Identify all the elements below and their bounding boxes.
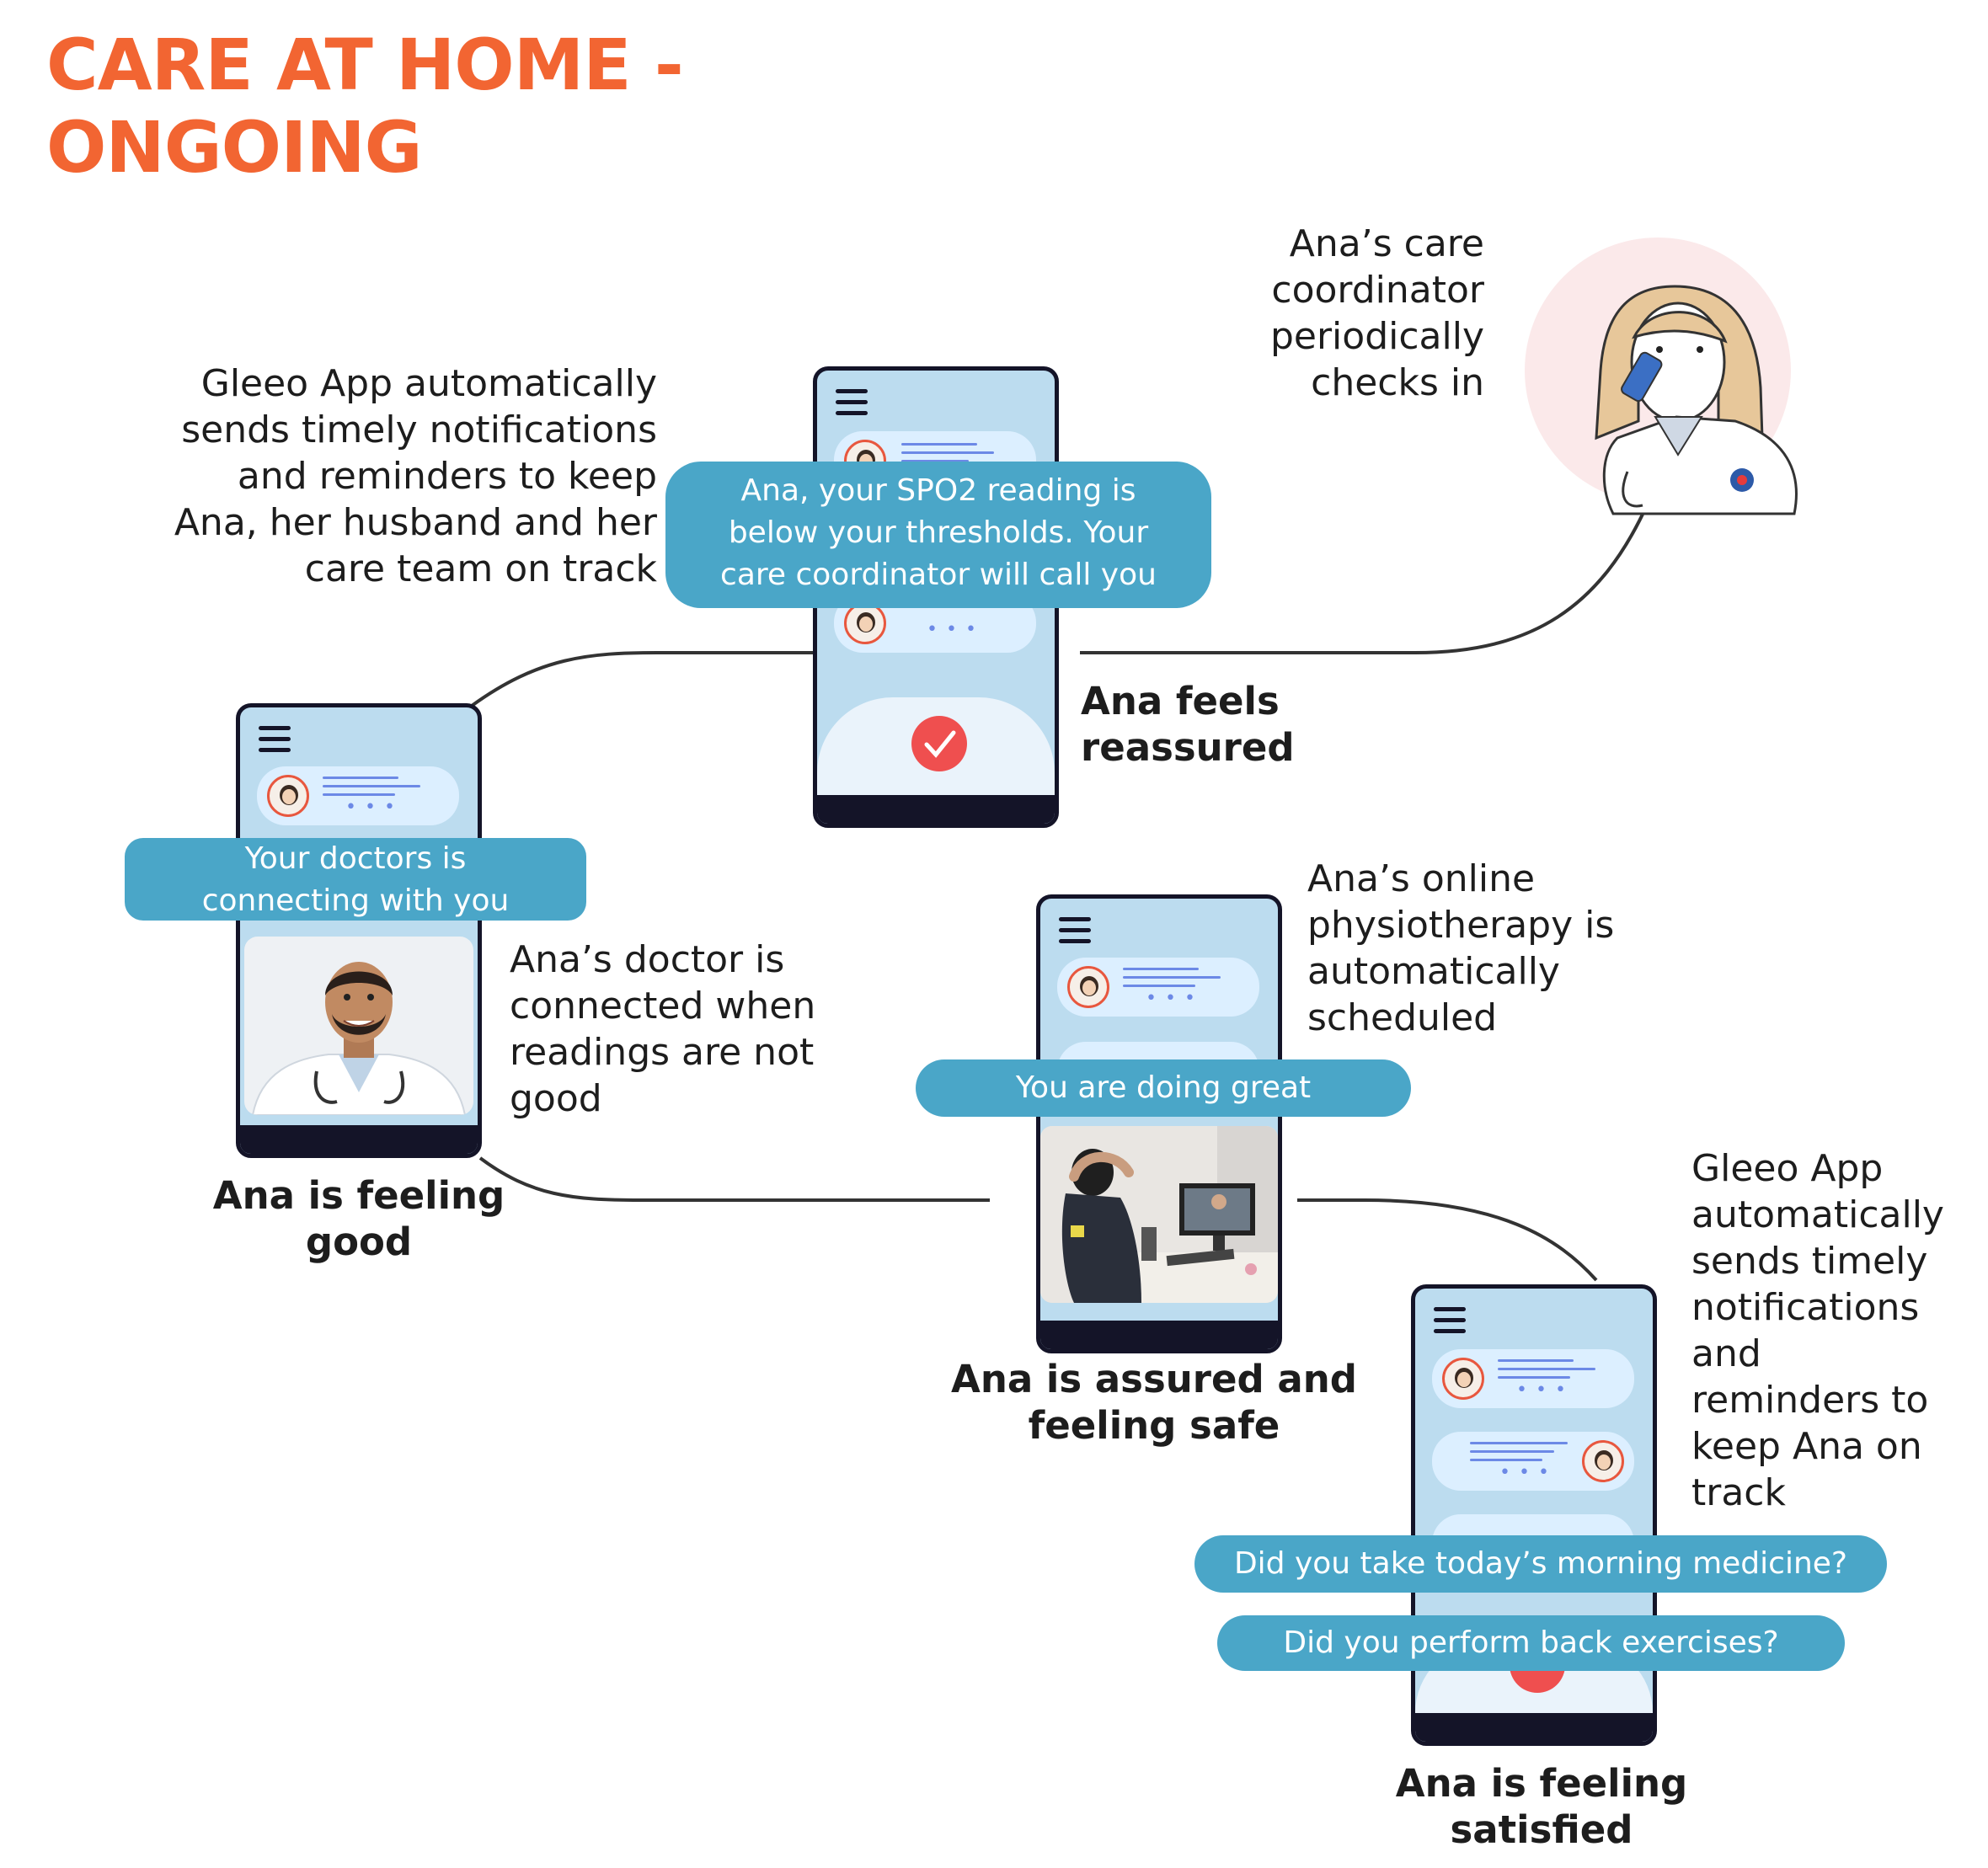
- connector-good-to-reassured: [470, 651, 813, 707]
- note-line: automatically: [1691, 1193, 1944, 1236]
- note-line: Ana’s doctor is: [510, 938, 785, 981]
- phone-base: [1415, 1713, 1653, 1742]
- check-icon[interactable]: [911, 716, 967, 771]
- note-line: automatically: [1307, 950, 1560, 993]
- note-line: checks in: [1311, 361, 1484, 404]
- avatar-icon: [844, 602, 886, 644]
- bubble-line: below your thresholds. Your: [728, 515, 1149, 550]
- bubble-line: Did you take today’s morning medicine?: [1233, 1546, 1848, 1581]
- phone-base: [1040, 1321, 1278, 1349]
- stage-line: Ana is assured and: [951, 1357, 1357, 1401]
- medicine-reminder-bubble: Did you take today’s morning medicine?: [1194, 1535, 1887, 1593]
- doctor-video-feed: [244, 937, 473, 1115]
- note-line: physiotherapy is: [1307, 904, 1615, 947]
- note-line: Gleeo App automatically: [200, 362, 657, 405]
- stage-line: Ana is feeling: [212, 1173, 505, 1218]
- note-line: and: [1691, 1332, 1761, 1375]
- physio-session-photo: [1040, 1126, 1278, 1303]
- chat-message: [834, 431, 1036, 490]
- chat-message: •••: [257, 766, 459, 825]
- note-line: coordinator: [1271, 269, 1484, 312]
- note-line: keep Ana on: [1691, 1425, 1922, 1468]
- stage-line: feeling safe: [1028, 1403, 1280, 1448]
- stage-assured-safe: Ana is assured and feeling safe: [927, 1356, 1381, 1449]
- note-line: good: [510, 1077, 602, 1120]
- typing-dots-icon: •••: [1146, 988, 1204, 1009]
- chat-message: •••: [1432, 1432, 1634, 1491]
- title-line-1: CARE AT HOME -: [46, 24, 684, 106]
- note-line: Ana’s care: [1289, 222, 1484, 265]
- avatar-icon: [1582, 1440, 1624, 1482]
- exercise-reminder-bubble: Did you perform back exercises?: [1217, 1615, 1845, 1671]
- note-app-notifications-bottom: Gleeo App automatically sends timely not…: [1691, 1145, 1978, 1516]
- text-placeholder-lines: [1498, 1359, 1595, 1385]
- page-title: CARE AT HOME - ONGOING: [46, 24, 684, 189]
- phone-base: [817, 795, 1055, 824]
- text-placeholder-lines: [901, 443, 994, 468]
- bubble-line: connecting with you: [201, 883, 510, 918]
- doing-great-bubble: You are doing great: [916, 1059, 1411, 1117]
- note-line: reminders to: [1691, 1379, 1929, 1422]
- stage-line: Ana feels: [1081, 679, 1280, 723]
- bubble-line: care coordinator will call you: [720, 558, 1157, 592]
- hamburger-menu-icon[interactable]: [1059, 917, 1091, 950]
- note-line: sends timely: [1691, 1240, 1928, 1283]
- bubble-line: Ana, your SPO2 reading is: [740, 473, 1136, 508]
- stage-feeling-good: Ana is feeling good: [190, 1172, 527, 1265]
- bubble-line: Your doctors is: [244, 841, 467, 876]
- note-line: connected when: [510, 985, 816, 1027]
- phone-satisfied: ••• •••: [1411, 1284, 1657, 1746]
- stage-satisfied: Ana is feeling satisfied: [1373, 1760, 1710, 1853]
- connector-reassured-to-coordinator: [1080, 504, 1649, 654]
- note-coordinator: Ana’s care coordinator periodically chec…: [1162, 221, 1484, 406]
- stage-line: reassured: [1081, 725, 1295, 770]
- spo2-alert-bubble: Ana, your SPO2 reading is below your thr…: [665, 462, 1211, 608]
- chat-message: •••: [1432, 1349, 1634, 1408]
- bubble-line: Did you perform back exercises?: [1283, 1625, 1779, 1660]
- note-line: Ana, her husband and her: [174, 501, 657, 544]
- hamburger-menu-icon[interactable]: [836, 389, 868, 422]
- connector-safe-to-satisfied: [1297, 1198, 1598, 1282]
- bubble-line: You are doing great: [1015, 1070, 1312, 1105]
- hamburger-menu-icon[interactable]: [259, 726, 291, 759]
- phone-feeling-good: •••: [236, 703, 482, 1158]
- note-line: scheduled: [1307, 996, 1498, 1039]
- avatar-icon: [1067, 966, 1109, 1008]
- text-placeholder-lines: [1470, 1442, 1568, 1467]
- note-line: track: [1691, 1471, 1786, 1514]
- text-placeholder-lines: [1123, 968, 1221, 993]
- note-line: readings are not: [510, 1031, 815, 1074]
- typing-dots-icon: •••: [927, 619, 985, 640]
- avatar-icon: [1442, 1358, 1484, 1400]
- stage-line: good: [305, 1220, 413, 1264]
- typing-dots-icon: •••: [1516, 1380, 1574, 1401]
- note-physio: Ana’s online physiotherapy is automatica…: [1307, 856, 1712, 1041]
- doctor-connecting-bubble: Your doctors is connecting with you: [125, 838, 586, 921]
- stage-line: Ana is feeling: [1395, 1761, 1688, 1806]
- stage-reassured: Ana feels reassured: [1081, 678, 1295, 771]
- note-line: care team on track: [304, 547, 657, 590]
- note-line: notifications: [1691, 1286, 1920, 1329]
- typing-dots-icon: •••: [345, 797, 403, 818]
- note-line: Gleeo App: [1691, 1147, 1884, 1190]
- note-doctor: Ana’s doctor is connected when readings …: [510, 937, 863, 1122]
- note-line: periodically: [1269, 315, 1484, 358]
- typing-dots-icon: •••: [1499, 1462, 1558, 1483]
- text-placeholder-lines: [323, 777, 420, 802]
- connector-good-to-safe: [478, 1156, 990, 1202]
- note-line: and reminders to keep: [237, 455, 657, 498]
- phone-assured-safe: •••: [1036, 894, 1282, 1353]
- note-app-notifications-top: Gleeo App automatically sends timely not…: [126, 360, 657, 592]
- stage-line: satisfied: [1450, 1807, 1633, 1852]
- phone-base: [240, 1125, 478, 1154]
- avatar-icon: [267, 775, 309, 817]
- hamburger-menu-icon[interactable]: [1434, 1307, 1466, 1340]
- chat-message: •••: [1057, 958, 1259, 1017]
- note-line: Ana’s online: [1307, 857, 1536, 900]
- note-line: sends timely notifications: [181, 408, 657, 451]
- title-line-2: ONGOING: [46, 106, 423, 189]
